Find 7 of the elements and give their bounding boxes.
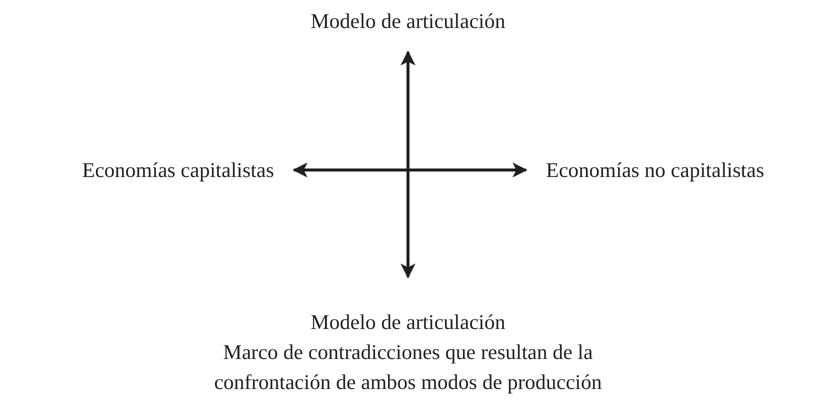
axis-label: Economías no capitalistas	[546, 157, 766, 184]
axis-label: Economías capitalistas	[81, 157, 274, 184]
axis-label: Modelo de articulación	[310, 309, 506, 336]
axis-description: Marco de contradicciones que resultan de la confrontación de ambos modos de producción	[213, 339, 603, 396]
double-headed-arrow	[400, 50, 416, 278]
axis-label: Modelo de articulación	[310, 8, 506, 35]
double-headed-arrow	[292, 162, 528, 178]
